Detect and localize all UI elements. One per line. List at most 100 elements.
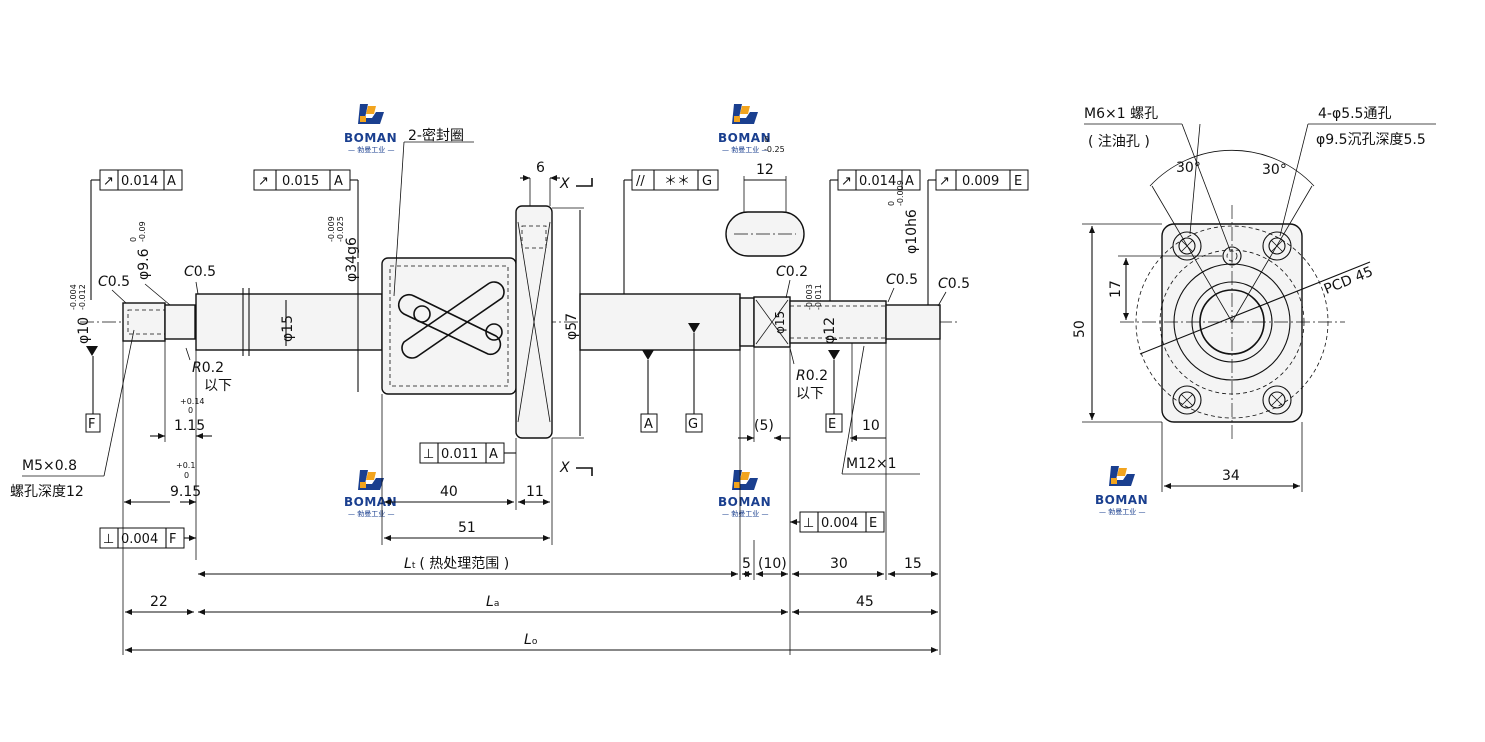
oil-hole	[1222, 246, 1242, 266]
holes-label: 4-φ5.5通孔	[1318, 106, 1391, 122]
section-label: X	[559, 176, 570, 192]
datum-triangle	[642, 350, 654, 360]
tolerance-frame: ⊥ 0.011 A	[419, 442, 516, 464]
dim-12: 12	[756, 162, 774, 178]
svg-text:A: A	[905, 174, 914, 189]
dim-34: 34	[1222, 468, 1240, 484]
svg-text:φ15: φ15	[280, 315, 296, 342]
dim-40: 40	[440, 484, 458, 500]
brand-logo: BOMAN — 勃曼工业 —	[344, 470, 397, 518]
svg-text:A: A	[489, 447, 498, 462]
tolerance-frame: ↗ 0.015 A	[253, 169, 359, 258]
svg-text:G: G	[702, 174, 712, 189]
return-tube	[397, 281, 505, 359]
dim-5-paren: (5)	[754, 418, 774, 434]
svg-text:↗: ↗	[103, 174, 114, 189]
svg-text:50: 50	[1072, 320, 1088, 338]
svg-text:0: 0	[184, 471, 189, 480]
c05-label: C0.5	[886, 272, 918, 288]
angle-left: 30°	[1176, 160, 1201, 176]
brand-subtitle: — 勃曼工业 —	[348, 145, 394, 154]
svg-text:-0.25: -0.25	[764, 145, 785, 154]
svg-text:A: A	[644, 417, 653, 432]
dim-50: 50	[1072, 320, 1088, 338]
svg-text:⊥: ⊥	[423, 447, 434, 462]
svg-text:G: G	[688, 417, 698, 432]
tolerance-frame: ↗ 0.009 E	[927, 169, 1029, 305]
brand-subtitle: — 勃曼工业 —	[722, 509, 768, 518]
svg-text:M5×0.8: M5×0.8	[22, 458, 77, 474]
brand-logo: BOMAN — 勃曼工业 —	[1095, 466, 1148, 516]
brand-logo: BOMAN — 勃曼工业 —	[344, 104, 397, 154]
svg-text:E: E	[869, 516, 877, 531]
svg-text:⊥: ⊥	[803, 516, 814, 531]
datum-triangle	[828, 350, 840, 360]
brand-name: BOMAN	[344, 131, 397, 145]
svg-text://: //	[636, 174, 645, 189]
svg-text:0.004: 0.004	[121, 532, 158, 547]
tolerance-frame: ⊥ 0.004 F	[99, 527, 196, 549]
mounting-hole	[1172, 385, 1202, 415]
c05-label: C0.5	[938, 276, 970, 292]
r02-label: R0.2	[796, 368, 828, 384]
m6-sublabel: ( 注油孔 )	[1088, 134, 1150, 150]
brand-name: BOMAN	[718, 495, 771, 509]
dim-51: 51	[458, 520, 476, 536]
svg-text:F: F	[169, 532, 176, 547]
holes-sublabel: φ9.5沉孔深度5.5	[1316, 132, 1426, 148]
svg-text:E: E	[1014, 174, 1022, 189]
dim-10: 10	[862, 418, 880, 434]
svg-text:-0.003: -0.003	[805, 284, 814, 310]
svg-text:＊＊: ＊＊	[664, 174, 690, 189]
svg-text:⊥: ⊥	[103, 532, 114, 547]
svg-text:A: A	[334, 174, 343, 189]
svg-text:C0.5: C0.5	[184, 264, 216, 280]
svg-text:0: 0	[129, 237, 138, 242]
brand-name: BOMAN	[344, 495, 397, 509]
left-end-annotations: C0.5 C0.5 φ10 -0.004 -0.012 φ9.6 0 -0.09…	[10, 221, 232, 655]
phi15b-label: φ15	[773, 311, 787, 334]
brand-name: BOMAN	[718, 131, 771, 145]
svg-text:1.15: 1.15	[174, 418, 205, 434]
dim-45: 45	[856, 594, 874, 610]
dim-lt: Lt( 热处理范围 )	[404, 555, 509, 572]
svg-text:-0.012: -0.012	[78, 284, 87, 310]
svg-text:↗: ↗	[841, 174, 852, 189]
brand-logo: BOMAN — 勃曼工业 —	[718, 470, 771, 518]
phi15-label: φ15	[280, 315, 296, 342]
svg-text:-0.009: -0.009	[896, 180, 905, 206]
svg-text:-0.09: -0.09	[138, 221, 147, 242]
svg-text:0.009: 0.009	[962, 174, 999, 189]
svg-text:R0.2: R0.2	[192, 360, 224, 376]
svg-text:φ12: φ12	[822, 317, 838, 344]
datum-triangle	[86, 346, 98, 356]
dim-22: 22	[150, 594, 168, 610]
svg-text:-0.025: -0.025	[336, 216, 345, 242]
svg-text:φ9.6: φ9.6	[136, 248, 152, 280]
angle-right: 30°	[1262, 162, 1287, 178]
phi12-label: φ12 -0.003 -0.011	[805, 284, 838, 344]
svg-text:0.004: 0.004	[821, 516, 858, 531]
m12-label: M12×1	[846, 456, 897, 472]
svg-text:φ10h6: φ10h6	[904, 209, 920, 254]
brand-logo: BOMAN — 勃曼工业 —	[718, 104, 771, 154]
pcd-label: PCD 45	[1322, 264, 1376, 298]
svg-text:C0.5: C0.5	[98, 274, 130, 290]
dim-la: La	[486, 594, 499, 610]
brand-subtitle: — 勃曼工业 —	[1099, 507, 1145, 516]
svg-text:-0.009: -0.009	[327, 216, 336, 242]
svg-text:17: 17	[1108, 280, 1124, 298]
dim-lo: Lo	[524, 632, 538, 648]
phi10h6-label: φ10h6 0 -0.009	[887, 180, 920, 254]
svg-text:0.014: 0.014	[859, 174, 896, 189]
datum-triangle	[688, 323, 700, 333]
mounting-hole	[1262, 385, 1292, 415]
seal-label: 2-密封圈	[408, 127, 464, 144]
svg-text:φ15: φ15	[773, 311, 787, 334]
phi34-label: φ34g6 -0.009 -0.025	[327, 216, 360, 282]
flange-side-view	[1120, 149, 1371, 440]
dim-6: 6	[536, 160, 545, 176]
svg-text:-0.011: -0.011	[814, 284, 823, 310]
svg-text:+0.14: +0.14	[180, 397, 205, 406]
tolerance-frame: ↗ 0.014 A	[90, 169, 183, 300]
